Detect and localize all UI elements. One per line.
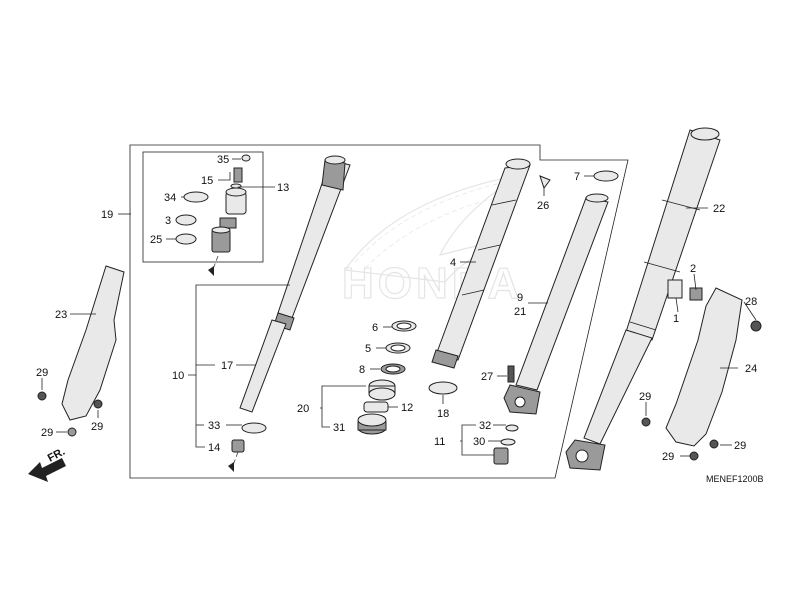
bracket-1 <box>667 279 683 299</box>
fork-tube-9 <box>503 193 609 415</box>
callout-28: 28 <box>745 296 757 308</box>
callout-20: 20 <box>297 403 309 415</box>
clip-26 <box>539 175 551 190</box>
callout-30: 30 <box>473 436 485 448</box>
damper-valve-cluster <box>208 154 251 276</box>
callout-33: 33 <box>208 420 220 432</box>
callout-4: 4 <box>450 257 456 269</box>
callout-1: 1 <box>673 313 679 325</box>
ring-7 <box>593 170 619 182</box>
leader-lines <box>41 158 757 457</box>
callout-29-d: 29 <box>639 391 651 403</box>
o-ring-25 <box>175 233 197 245</box>
callout-12: 12 <box>401 402 413 414</box>
o-ring-34 <box>183 191 209 203</box>
fork-guard-24 <box>665 287 743 447</box>
callout-29-c: 29 <box>91 421 103 433</box>
o-ring-3 <box>175 214 197 226</box>
callout-7: 7 <box>574 171 580 183</box>
callout-31: 31 <box>333 422 345 434</box>
callout-27: 27 <box>481 371 493 383</box>
bolt-29-a <box>37 391 47 401</box>
callout-10: 10 <box>172 370 184 382</box>
callout-29-f: 29 <box>662 451 674 463</box>
callout-3: 3 <box>165 215 171 227</box>
seal-stack <box>357 320 417 435</box>
bolt-29-f <box>689 451 699 461</box>
callout-6: 6 <box>372 322 378 334</box>
callout-14: 14 <box>208 442 220 454</box>
outer-tube-4 <box>431 158 531 369</box>
callout-2: 2 <box>690 263 696 275</box>
diagram-code: MENEF1200B <box>706 474 764 484</box>
callout-29-b: 29 <box>41 427 53 439</box>
bolt-29-c <box>93 399 103 409</box>
callout-26: 26 <box>537 200 549 212</box>
callout-35: 35 <box>217 154 229 166</box>
bolt-14 <box>231 439 245 453</box>
callout-15: 15 <box>201 175 213 187</box>
callout-labels: 35 15 13 34 3 25 19 23 29 29 29 10 17 33… <box>36 154 757 463</box>
callout-13: 13 <box>277 182 289 194</box>
o-ring-33 <box>241 422 267 434</box>
bolt-29-d <box>641 417 651 427</box>
watermark-text: HONDA <box>342 259 523 308</box>
callout-32: 32 <box>479 420 491 432</box>
callout-22: 22 <box>713 203 725 215</box>
drain-bolt-11 <box>493 447 509 465</box>
callout-17: 17 <box>221 360 233 372</box>
front-direction-indicator: FR. <box>28 446 67 482</box>
callout-8: 8 <box>359 364 365 376</box>
callout-5: 5 <box>365 343 371 355</box>
bolt-28 <box>750 320 762 332</box>
inner-fork-tube <box>273 155 351 331</box>
callout-23: 23 <box>55 309 67 321</box>
callout-19: 19 <box>101 209 113 221</box>
fork-assembly-22 <box>565 127 721 471</box>
fork-guard-23 <box>61 265 125 421</box>
callout-11: 11 <box>434 436 445 448</box>
callout-29-e: 29 <box>734 440 746 452</box>
bolt-29-e <box>709 439 719 449</box>
bolt-29-b <box>67 427 77 437</box>
bolt-27 <box>507 365 515 383</box>
ring-18 <box>428 381 458 395</box>
front-arrow-icon <box>28 458 66 482</box>
callout-18: 18 <box>437 408 449 420</box>
callout-24: 24 <box>745 363 757 375</box>
washer-32 <box>505 424 519 432</box>
callout-21: 21 <box>514 306 526 318</box>
subassembly-box <box>142 151 264 263</box>
callout-25: 25 <box>150 234 162 246</box>
callout-29-a: 29 <box>36 367 48 379</box>
callout-34: 34 <box>164 192 176 204</box>
damper-rod-17 <box>239 319 287 413</box>
callout-9: 9 <box>517 292 523 304</box>
assembly-outline <box>129 144 629 479</box>
washer-30 <box>500 438 516 446</box>
